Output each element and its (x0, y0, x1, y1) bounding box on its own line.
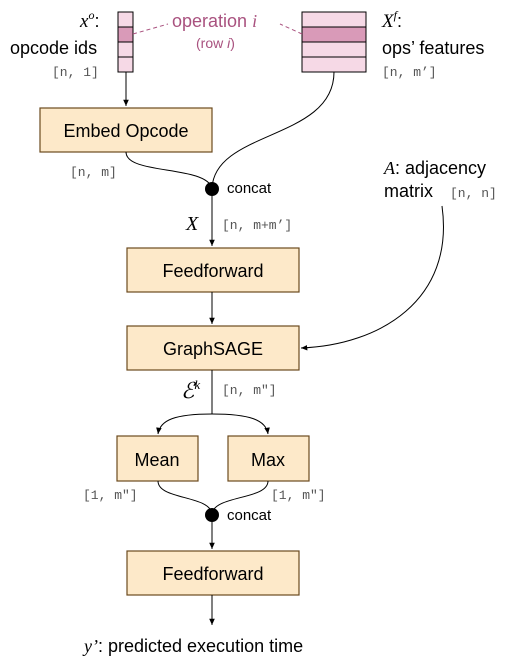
e-symbol: ℰk (181, 377, 200, 403)
features-label: ops’ features (382, 38, 484, 58)
features-matrix (301, 11, 367, 73)
adjacency-label: A: adjacency (383, 158, 486, 178)
concat-label-1: concat (227, 180, 272, 197)
max-box (227, 435, 310, 482)
opcode-shape: [n, 1] (52, 65, 99, 80)
mean-label: Mean (134, 450, 179, 470)
concat-node-1 (205, 182, 219, 196)
embed-shape: [n, m] (70, 165, 117, 180)
features-row-3 (301, 41, 367, 58)
graphsage-box (126, 325, 300, 371)
curve-mean-to-concat (157, 480, 213, 515)
curve-split-to-mean (156, 413, 213, 435)
mean-box (116, 435, 199, 482)
operation-pointer-right (279, 23, 303, 35)
features-symbol: Xf: (381, 8, 402, 32)
e-shape: [n, m″] (222, 383, 277, 398)
max-shape: [1, m″] (271, 488, 326, 503)
opcode-label: opcode ids (10, 38, 97, 58)
operation-pointer-left (132, 23, 169, 35)
embed-opcode-label: Embed Opcode (63, 121, 188, 141)
adjacency-label-line2: matrix (384, 181, 433, 201)
opcode-cell-4 (117, 56, 134, 73)
mean-shape: [1, m″] (83, 488, 138, 503)
concat-node-2 (205, 508, 219, 522)
graphsage-label: GraphSAGE (163, 339, 263, 359)
max-label: Max (251, 450, 285, 470)
row-label: (row i) (196, 35, 235, 51)
opcode-vector (117, 11, 134, 73)
operation-label: operation i (172, 11, 257, 31)
adjacency-shape: [n, n] (450, 186, 497, 201)
feedforward-box-1 (126, 247, 300, 293)
opcode-cell-3 (117, 41, 134, 58)
feedforward-label-2: Feedforward (162, 564, 263, 584)
output-label: y’: predicted execution time (82, 636, 303, 656)
curve-embed-to-concat (125, 151, 213, 189)
features-row-1 (301, 11, 367, 28)
curve-adjacency-to-graphsage (300, 205, 444, 351)
opcode-symbol: xo: (79, 8, 99, 32)
features-shape: [n, m’] (382, 65, 437, 80)
curve-split-to-max (211, 413, 270, 435)
x-symbol: X (185, 213, 199, 235)
curve-features-to-concat (211, 71, 335, 189)
features-row-4 (301, 56, 367, 73)
concat-label-2: concat (227, 507, 272, 524)
opcode-cell-2 (117, 26, 134, 43)
feedforward-box-2 (126, 550, 300, 596)
features-row-2 (301, 26, 367, 43)
opcode-cell-1 (117, 11, 134, 28)
feedforward-label-1: Feedforward (162, 261, 263, 281)
x-shape: [n, m+m’] (222, 218, 292, 233)
